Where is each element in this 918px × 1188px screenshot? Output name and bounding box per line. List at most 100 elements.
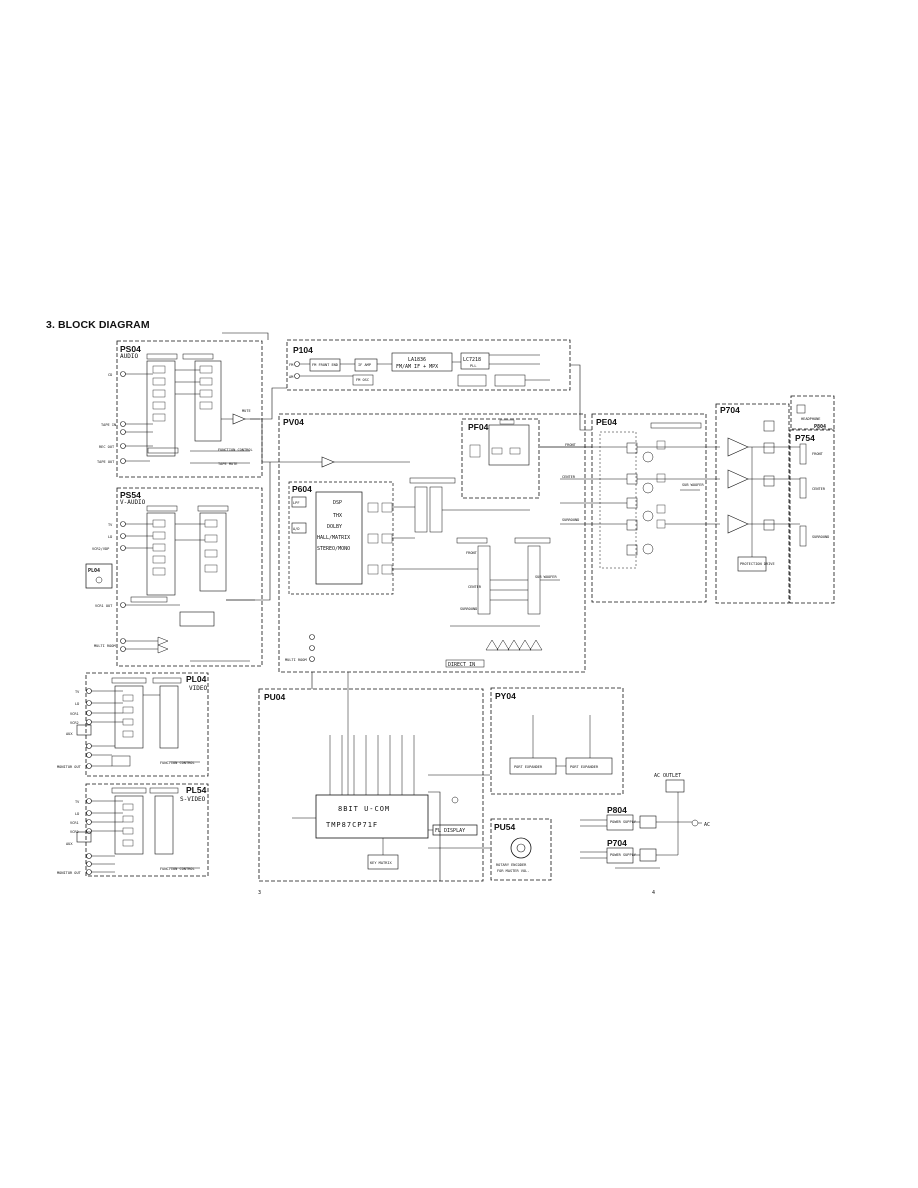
pv04-front: FRONT bbox=[466, 551, 478, 555]
block-pv04: PV04 P604 DSP THX DOLBY HALL/MATRIX STER… bbox=[278, 413, 586, 673]
py04-port-exp2: PORT EXPANDER bbox=[570, 765, 599, 769]
pu04-fl-display: FL DISPLAY bbox=[435, 828, 465, 834]
pl54-monitor-out: MONITOR OUT bbox=[57, 871, 82, 875]
ps04-tape-mute: TAPE MUTE bbox=[218, 462, 237, 466]
p804-power-supply: POWER SUPPLY bbox=[610, 820, 637, 824]
ps54-vcr2-vdp: VCR2/VDP bbox=[92, 547, 109, 551]
pl04-vcr2: VCR2 bbox=[70, 721, 79, 725]
page-number-left: 3 bbox=[258, 890, 261, 896]
p604-thx: THX bbox=[333, 513, 342, 519]
pe04-sub-woofer: SUB WOOFER bbox=[682, 483, 704, 487]
block-p704b-name: P704 bbox=[607, 838, 627, 848]
block-p104-name: P104 bbox=[293, 345, 313, 355]
pv04-surround: SURROUND bbox=[460, 607, 477, 611]
block-p754-name: P754 bbox=[795, 433, 815, 443]
pv04-sub-woofer: SUB WOOFER bbox=[535, 575, 557, 579]
interconnect-wires bbox=[222, 332, 592, 881]
page-number-right: 4 bbox=[652, 890, 655, 896]
pe04-front: FRONT bbox=[565, 443, 577, 447]
p104-tuner-chip: LA1836 bbox=[408, 357, 426, 363]
block-pl04-name: PL04 bbox=[186, 674, 207, 684]
block-p604-name: P604 bbox=[292, 484, 312, 494]
block-p804-name: P804 bbox=[607, 805, 627, 815]
block-p804-top-name: P804 bbox=[814, 424, 826, 430]
p104-fm: FM bbox=[289, 363, 294, 367]
p104-if-amp: IF AMP bbox=[358, 363, 371, 367]
block-ps04-name: PS04 bbox=[120, 344, 141, 354]
ps04-function-control: FUNCTION CONTROL bbox=[218, 448, 253, 452]
ps04-tape-out-label: TAPE OUT bbox=[97, 460, 115, 464]
ps04-cd-label: CD bbox=[108, 373, 112, 377]
ps04-mute-label: MUTE bbox=[242, 409, 251, 413]
pu54-rotary1: ROTARY ENCODER bbox=[496, 863, 527, 867]
p104-pll-chip: LC7218 bbox=[463, 357, 481, 363]
pv04-multi-room: MULTI ROOM bbox=[285, 658, 307, 662]
block-py04: PY04 PORT EXPANDER PORT EXPANDER bbox=[490, 687, 624, 795]
block-ps04-sub: AUDIO bbox=[120, 353, 138, 360]
p604-hall: HALL/MATRIX bbox=[317, 535, 350, 541]
p804-headphone: HEADPHONE bbox=[801, 417, 820, 421]
p604-stereo: STEREO/MONO bbox=[317, 546, 350, 552]
p104-fm-front-end: FM FRONT END bbox=[312, 363, 338, 367]
ps04-rec-out-label: REC OUT bbox=[99, 445, 115, 449]
block-pf04: PF04 bbox=[461, 418, 540, 499]
pl04-monitor-out: MONITOR OUT bbox=[57, 765, 82, 769]
p604-dolby: DOLBY bbox=[327, 524, 342, 530]
block-p754: P754 FRONT CENTER SURROUND bbox=[789, 429, 835, 604]
p704-protection: PROTECTION DRIVE bbox=[740, 562, 775, 566]
block-pu54: PU54 ROTARY ENCODER FOR MASTER VOL. bbox=[490, 818, 552, 881]
block-power: P804 POWER SUPPLY P704 POWER SUPPLY AC O… bbox=[580, 773, 710, 869]
pl04-vcr1: VCR1 bbox=[70, 712, 79, 716]
block-ps54-sub: V-AUDIO bbox=[120, 499, 146, 506]
block-pe04-name: PE04 bbox=[596, 417, 617, 427]
pl04-function-control: FUNCTION CONTROL bbox=[160, 761, 195, 765]
pl54-function-control: FUNCTION CONTROL bbox=[160, 867, 195, 871]
pv04-direct-in: DIRECT IN bbox=[448, 662, 475, 668]
pu04-key-matrix: KEY MATRIX bbox=[370, 861, 392, 865]
p604-ad: A/D bbox=[293, 527, 300, 531]
pl54-aux: AUX bbox=[66, 842, 73, 846]
ps54-tv: TV bbox=[108, 523, 113, 527]
p754-center: CENTER bbox=[812, 487, 826, 491]
block-p704a: P704 PROTECTION DRIVE bbox=[715, 403, 800, 604]
block-py04-name: PY04 bbox=[495, 691, 516, 701]
pl54-ld: LD bbox=[75, 812, 79, 816]
block-p104: P104 FM FRONT END IF AMP LA1836 FM/AM IF… bbox=[286, 339, 571, 391]
p604-dsp: DSP bbox=[333, 500, 342, 506]
p604-lpf: LPF bbox=[293, 501, 300, 505]
block-pl04-sub: VIDEO bbox=[189, 685, 207, 692]
block-pl54: PL54 S-VIDEO TV LD VCR1 VCR2 A bbox=[57, 783, 209, 877]
pe04-center: CENTER bbox=[562, 475, 576, 479]
pv04-center: CENTER bbox=[468, 585, 482, 589]
block-ps54: PS54 V-AUDIO bbox=[85, 487, 263, 667]
block-pl04-small-name: PL04 bbox=[88, 568, 100, 574]
block-ps54-name: PS54 bbox=[120, 490, 141, 500]
p104-tuner-func: FM/AM IF + MPX bbox=[396, 364, 438, 370]
block-pu04-name: PU04 bbox=[264, 692, 286, 702]
ps54-vcr1-out: VCR1 OUT bbox=[95, 604, 113, 608]
pu04-ucom2: TMP87CP71F bbox=[326, 821, 378, 829]
block-pe04: PE04 FRONT CENTER SURROUND SUB WOOFER bbox=[540, 413, 720, 603]
ps54-multi-room: MULTI ROOM bbox=[94, 644, 116, 648]
pu04-ucom1: 8BIT U-COM bbox=[338, 805, 390, 813]
py04-port-exp1: PORT EXPANDER bbox=[514, 765, 543, 769]
power-ac-outlet: AC OUTLET bbox=[654, 773, 681, 779]
block-pu04: PU04 8BIT U-COM TMP87CP71F FL DISPLAY KE… bbox=[258, 672, 490, 882]
pu54-rotary2: FOR MASTER VOL. bbox=[497, 869, 529, 873]
power-ac: AC bbox=[704, 822, 710, 828]
page-title: 3. BLOCK DIAGRAM bbox=[46, 319, 150, 331]
pl04-aux: AUX bbox=[66, 732, 73, 736]
block-p704a-name: P704 bbox=[720, 405, 740, 415]
block-ps04: PS04 AUDIO MUTE bbox=[97, 340, 263, 478]
block-pl04: PL04 VIDEO TV LD VCR1 bbox=[57, 672, 209, 777]
ps54-ld: LD bbox=[108, 535, 112, 539]
pl54-vcr2: VCR2 bbox=[70, 830, 79, 834]
p104-am: AM bbox=[289, 375, 294, 379]
p754-surround: SURROUND bbox=[812, 535, 829, 539]
block-pv04-name: PV04 bbox=[283, 417, 304, 427]
pl54-tv: TV bbox=[75, 800, 80, 804]
pl04-tv: TV bbox=[75, 690, 80, 694]
p704-power-supply: POWER SUPPLY bbox=[610, 853, 637, 857]
ps04-tape-in-label: TAPE IN bbox=[101, 423, 116, 427]
